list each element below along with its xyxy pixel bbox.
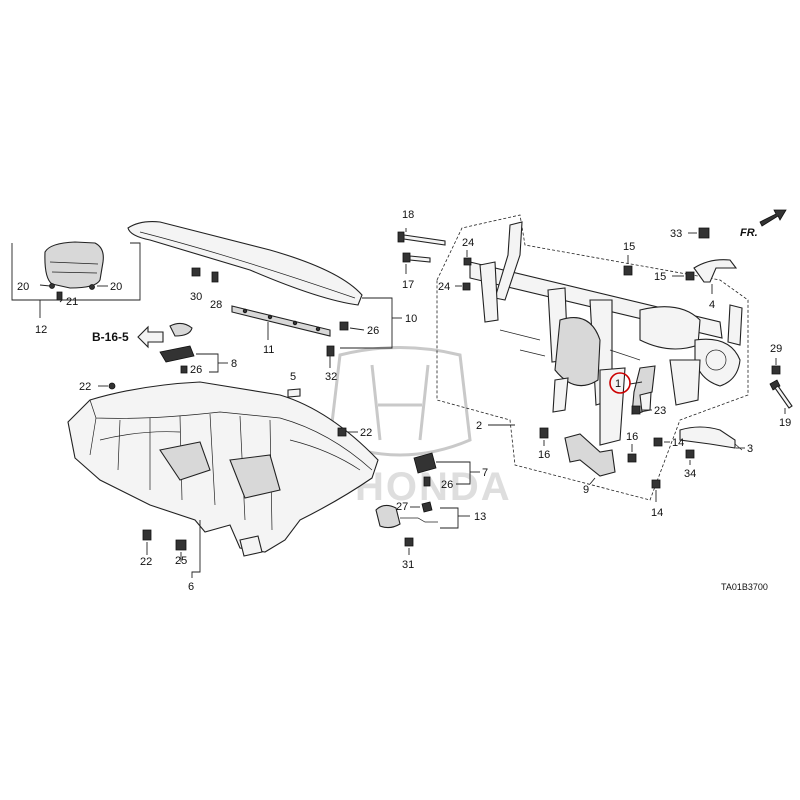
label-26b: 26 [190,364,202,376]
label-4: 4 [709,299,715,311]
label-26c: 26 [441,479,453,491]
label-25: 25 [175,555,187,567]
label-14a: 14 [672,437,684,449]
label-5: 5 [290,371,296,383]
label-9: 9 [583,484,589,496]
front-direction-indicator: FR. [740,209,787,239]
label-6: 6 [188,581,194,593]
reference-text: B-16-5 [92,330,129,344]
bolt-14[interactable] [651,479,661,502]
diagram-code: TA01B3700 [721,582,768,592]
label-22b: 22 [360,427,372,439]
label-14b: 14 [651,507,663,519]
label-22c: 22 [140,556,152,568]
label-13: 13 [474,511,486,523]
watermark-text: HONDA [355,465,512,509]
bolt-19[interactable] [769,358,793,414]
bolt-15[interactable] [623,255,695,281]
label-24a: 24 [462,237,474,249]
reference-arrow-icon [137,325,164,349]
label-27: 27 [396,501,408,513]
label-15b: 15 [654,271,666,283]
label-22a: 22 [79,381,91,393]
dashboard-body[interactable] [67,381,379,578]
grommet-icon [169,322,193,337]
bolt-17[interactable] [402,252,431,274]
highlight-circle-icon [609,372,631,394]
clip-28-icon [211,271,219,283]
clip-26-icon [339,321,349,331]
dashboard-upper-trim[interactable] [127,221,402,368]
screw-22-icon [108,382,116,390]
bracket-7-group[interactable] [413,452,480,487]
clip-27-icon [421,501,433,513]
part-5[interactable] [287,388,301,398]
label-8: 8 [231,358,237,370]
fr-text: FR. [740,227,758,239]
honda-watermark: HONDA [328,346,512,509]
bolt-23[interactable] [631,405,652,415]
label-34: 34 [684,468,696,480]
label-17: 17 [402,279,414,291]
clip-30-icon [191,267,201,277]
label-7: 7 [482,467,488,479]
bracket-3-group[interactable] [653,426,745,465]
label-28: 28 [210,299,222,311]
label-32: 32 [325,371,337,383]
reference-callout[interactable]: B-16-5 [92,325,164,349]
label-30: 30 [190,291,202,303]
label-23: 23 [654,405,666,417]
bolt-24[interactable] [455,250,472,291]
label-29: 29 [770,343,782,355]
label-20a: 20 [17,281,29,293]
part-1-bracket[interactable] [609,365,656,415]
screw-32-icon [326,345,335,357]
bracket-8-group[interactable] [159,322,228,374]
passenger-airbag-group[interactable] [11,241,141,318]
label-15a: 15 [623,241,635,253]
label-21: 21 [66,296,78,308]
label-26a: 26 [367,325,379,337]
label-19: 19 [779,417,791,429]
sensor-13-group[interactable] [375,501,470,555]
label-31: 31 [402,559,414,571]
label-16a: 16 [538,449,550,461]
front-arrow-icon [759,209,787,227]
label-16b: 16 [626,431,638,443]
nut-33-icon [698,227,710,239]
trim-strip-11 [231,305,331,337]
bolt-18[interactable] [397,228,446,246]
bracket-8-icon [159,345,195,363]
label-33: 33 [670,228,682,240]
label-12: 12 [35,324,47,336]
bracket-7-icon [413,452,437,474]
bolt-16[interactable] [539,427,637,463]
label-1: 1 [615,378,621,390]
steering-hanger-beam[interactable] [436,214,749,501]
label-10: 10 [405,313,417,325]
bracket-9[interactable] [564,433,616,485]
label-18: 18 [402,209,414,221]
label-11: 11 [263,344,274,356]
label-24b: 24 [438,281,450,293]
label-3: 3 [747,443,753,455]
bracket-4-group[interactable] [688,227,738,294]
label-20b: 20 [110,281,122,293]
label-2: 2 [476,420,482,432]
sensor-icon [375,504,401,529]
